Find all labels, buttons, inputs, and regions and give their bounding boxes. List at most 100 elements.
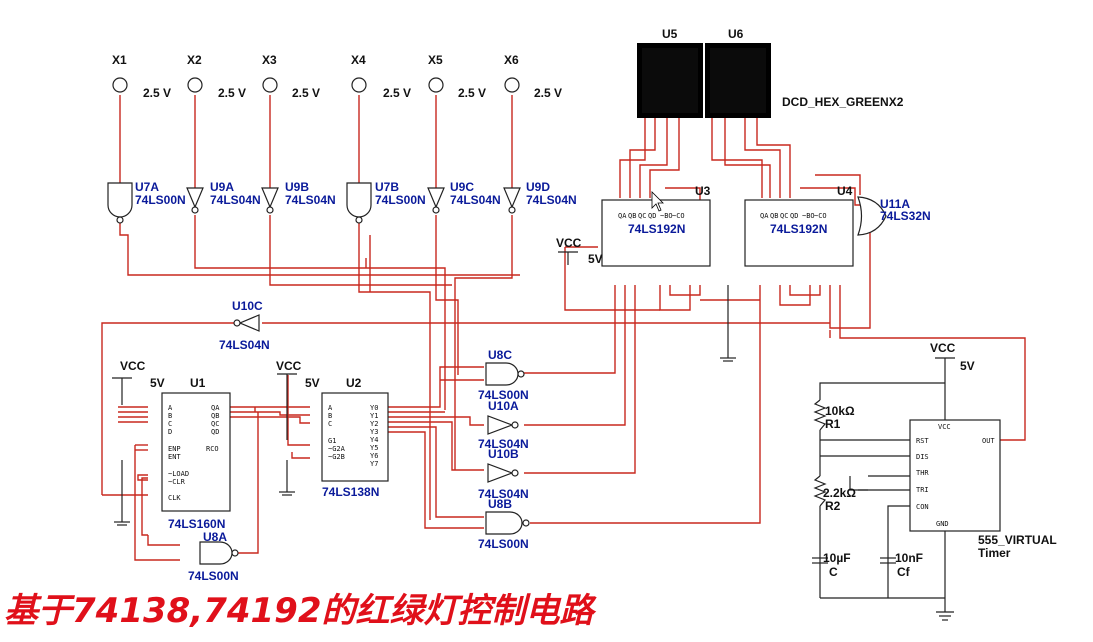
gate-u8c[interactable]: U8C 74LS00N [478, 348, 529, 402]
svg-text:QD: QD [790, 212, 798, 220]
svg-text:U10C: U10C [232, 299, 263, 313]
svg-text:U8B: U8B [488, 497, 512, 511]
svg-text:74LS00N: 74LS00N [478, 537, 529, 551]
svg-text:2.5 V: 2.5 V [292, 86, 320, 100]
svg-text:5V: 5V [960, 359, 975, 373]
svg-text:Cf: Cf [897, 565, 911, 579]
gate-u10c[interactable]: U10C 74LS04N [219, 299, 270, 352]
svg-text:74LS04N: 74LS04N [210, 193, 261, 207]
svg-text:74LS192N: 74LS192N [770, 222, 827, 236]
gate-u10a[interactable]: U10A 74LS04N [478, 399, 529, 451]
svg-text:B: B [328, 412, 332, 420]
svg-text:QD: QD [211, 428, 219, 436]
svg-text:U7A: U7A [135, 180, 159, 194]
svg-text:~CO: ~CO [672, 212, 685, 220]
svg-text:X1: X1 [112, 53, 127, 67]
svg-text:ENT: ENT [168, 453, 181, 461]
svg-text:QC: QC [638, 212, 646, 220]
svg-text:~BO: ~BO [660, 212, 673, 220]
svg-text:5V: 5V [305, 376, 320, 390]
svg-text:U9B: U9B [285, 180, 309, 194]
svg-text:THR: THR [916, 469, 929, 477]
gate-u11a[interactable]: U11A 74LS32N [857, 196, 931, 236]
svg-text:5V: 5V [150, 376, 165, 390]
probe-x2[interactable]: X2 2.5 V [187, 53, 246, 100]
svg-text:QA: QA [618, 212, 627, 220]
svg-text:Y6: Y6 [370, 452, 378, 460]
svg-text:DIS: DIS [916, 453, 929, 461]
gate-u9a[interactable]: U9A 74LS04N [186, 180, 261, 214]
resistor-r2[interactable]: 2.2kΩ R2 [813, 475, 856, 513]
svg-text:X6: X6 [504, 53, 519, 67]
svg-text:Y1: Y1 [370, 412, 378, 420]
probe-x6[interactable]: X6 2.5 V [504, 53, 562, 100]
svg-text:74LS32N: 74LS32N [880, 209, 931, 223]
probe-x3[interactable]: X3 2.5 V [262, 53, 320, 100]
probe-x4[interactable]: X4 2.5 V [351, 53, 411, 100]
svg-text:VCC: VCC [938, 423, 951, 431]
hex-display[interactable]: U5 U6 DCD_HEX_GREENX2 [637, 27, 904, 118]
svg-text:Y7: Y7 [370, 460, 378, 468]
svg-text:10nF: 10nF [895, 551, 923, 565]
svg-text:74LS04N: 74LS04N [219, 338, 270, 352]
svg-text:U3: U3 [695, 184, 711, 198]
svg-text:QA: QA [211, 404, 220, 412]
svg-text:U9C: U9C [450, 180, 474, 194]
svg-text:R1: R1 [825, 417, 841, 431]
gate-u9d[interactable]: U9D 74LS04N [503, 180, 577, 214]
svg-text:X5: X5 [428, 53, 443, 67]
probe-x5[interactable]: X5 2.5 V [428, 53, 486, 100]
vcc-u3: VCC [556, 236, 582, 250]
svg-text:U8C: U8C [488, 348, 512, 362]
svg-text:74LS00N: 74LS00N [375, 193, 426, 207]
svg-text:74LS192N: 74LS192N [628, 222, 685, 236]
svg-text:2.5 V: 2.5 V [218, 86, 246, 100]
svg-text:74LS04N: 74LS04N [478, 437, 529, 451]
svg-text:74LS138N: 74LS138N [322, 485, 379, 499]
svg-text:~G2B: ~G2B [328, 453, 345, 461]
svg-text:D: D [168, 428, 172, 436]
svg-text:X4: X4 [351, 53, 366, 67]
gate-u7a[interactable]: U7A 74LS00N [107, 180, 186, 224]
svg-text:QD: QD [648, 212, 656, 220]
svg-text:74LS00N: 74LS00N [135, 193, 186, 207]
svg-text:ENP: ENP [168, 445, 181, 453]
counter-u1[interactable]: U1 74LS160N A B C D ENP ENT ~LOAD ~CLR C… [161, 376, 231, 531]
svg-text:~LOAD: ~LOAD [168, 470, 189, 478]
probe-x1[interactable]: X1 2.5 V [112, 53, 171, 100]
vcc-u1: VCC 5V [120, 359, 165, 390]
svg-text:U9A: U9A [210, 180, 234, 194]
svg-text:74LS04N: 74LS04N [285, 193, 336, 207]
svg-text:DCD_HEX_GREENX2: DCD_HEX_GREENX2 [782, 95, 904, 109]
svg-text:U6: U6 [728, 27, 744, 41]
gate-u7b[interactable]: U7B 74LS00N [346, 180, 426, 224]
gate-u10b[interactable]: U10B 74LS04N [478, 447, 529, 501]
timer-wires [112, 251, 955, 621]
svg-text:A: A [168, 404, 173, 412]
timer-555[interactable]: VCC RST DIS THR TRI CON OUT GND 555_VIRT… [909, 419, 1057, 560]
capacitor-cf[interactable]: 10nF Cf [880, 551, 923, 579]
svg-text:QB: QB [628, 212, 636, 220]
gate-u9c[interactable]: U9C 74LS04N [427, 180, 501, 214]
svg-text:2.5 V: 2.5 V [534, 86, 562, 100]
gate-u8b[interactable]: U8B 74LS00N [478, 497, 530, 551]
svg-text:Y2: Y2 [370, 420, 378, 428]
gate-u8a[interactable]: U8A 74LS00N [188, 530, 239, 583]
svg-text:Y5: Y5 [370, 444, 378, 452]
counter-u4[interactable]: U4 74LS192N QA QB QC QD ~BO ~CO [744, 184, 854, 267]
svg-text:555_VIRTUAL: 555_VIRTUAL [978, 533, 1057, 547]
capacitor-c[interactable]: 10µF C [812, 551, 851, 579]
svg-text:RCO: RCO [206, 445, 219, 453]
svg-text:A: A [328, 404, 333, 412]
svg-text:VCC: VCC [930, 341, 956, 355]
svg-text:RST: RST [916, 437, 929, 445]
counter-u3[interactable]: U3 74LS192N QA QB QC QD ~BO ~CO 5V [588, 184, 711, 267]
gate-u9b[interactable]: U9B 74LS04N [261, 180, 336, 214]
svg-text:Y3: Y3 [370, 428, 378, 436]
resistor-r1[interactable]: 10kΩ R1 [813, 399, 855, 431]
svg-text:C: C [168, 420, 172, 428]
svg-text:U9D: U9D [526, 180, 550, 194]
decoder-u2[interactable]: U2 74LS138N A B C G1 ~G2A ~G2B Y0 Y1 Y2 … [321, 376, 389, 499]
svg-text:74LS04N: 74LS04N [526, 193, 577, 207]
